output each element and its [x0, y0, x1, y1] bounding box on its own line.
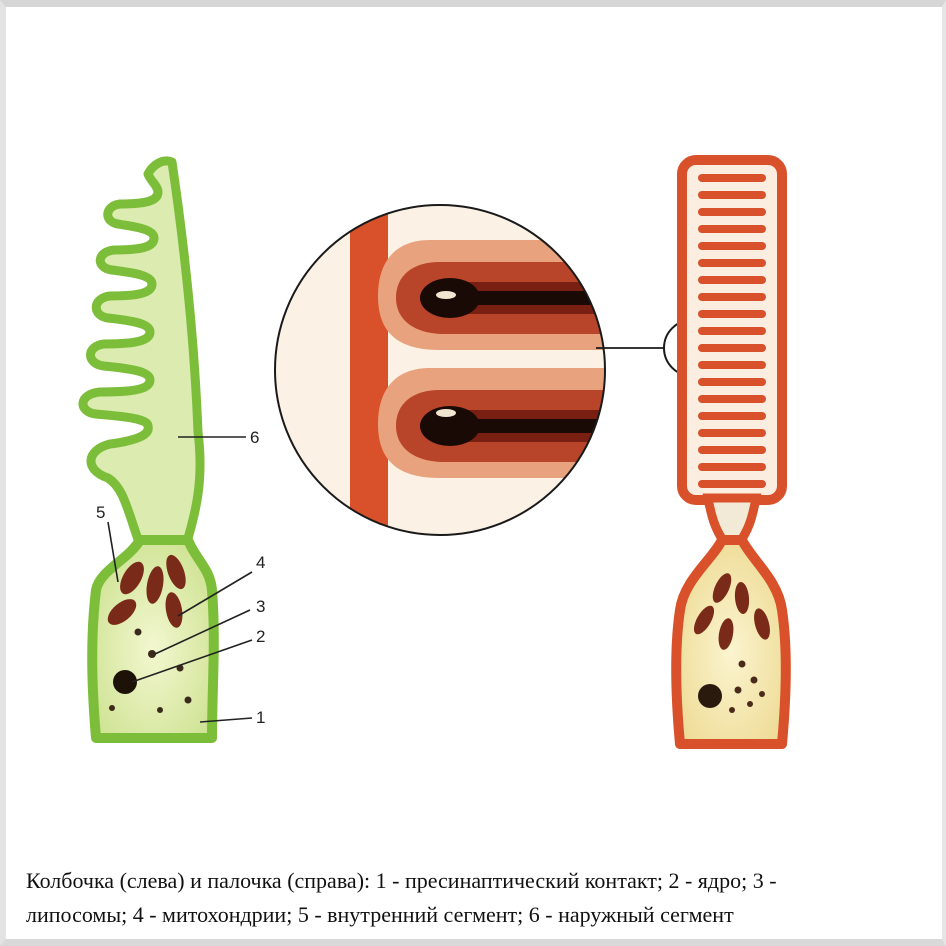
rod-disc: [698, 242, 766, 250]
rod-disc: [698, 446, 766, 454]
rod-disc: [698, 395, 766, 403]
rod-disc: [698, 344, 766, 352]
rod-disc: [698, 259, 766, 267]
rod-cell: [676, 160, 786, 744]
rod-disc: [698, 310, 766, 318]
rod-nucleus: [698, 684, 722, 708]
rod-disc: [698, 412, 766, 420]
label-1: 1: [256, 708, 265, 727]
rod-disc: [698, 174, 766, 182]
rod-disc: [698, 429, 766, 437]
rod-disc: [698, 378, 766, 386]
label-3: 3: [256, 597, 265, 616]
rod-disc: [698, 276, 766, 284]
rod-disc: [698, 327, 766, 335]
rod-disc: [698, 225, 766, 233]
caption-line-2: липосомы; 4 - митохондрии; 5 - внутренни…: [26, 898, 936, 932]
rod-disc: [698, 463, 766, 471]
cone-cell: 6 5 4 3 2 1: [83, 161, 266, 738]
label-4: 4: [256, 553, 265, 572]
rod-disc: [698, 191, 766, 199]
rod-inner-segment: [676, 540, 786, 744]
label-2: 2: [256, 627, 265, 646]
caption-line-1: Колбочка (слева) и палочка (справа): 1 -…: [26, 864, 936, 898]
rod-disc: [698, 293, 766, 301]
figure-caption: Колбочка (слева) и палочка (справа): 1 -…: [26, 864, 936, 932]
magnified-disc-view: [270, 200, 720, 540]
rod-disc: [698, 361, 766, 369]
cone-outer-segment: [83, 161, 200, 545]
label-6: 6: [250, 428, 259, 447]
label-5: 5: [96, 503, 105, 522]
rod-disc: [698, 208, 766, 216]
rod-disc: [698, 480, 766, 488]
